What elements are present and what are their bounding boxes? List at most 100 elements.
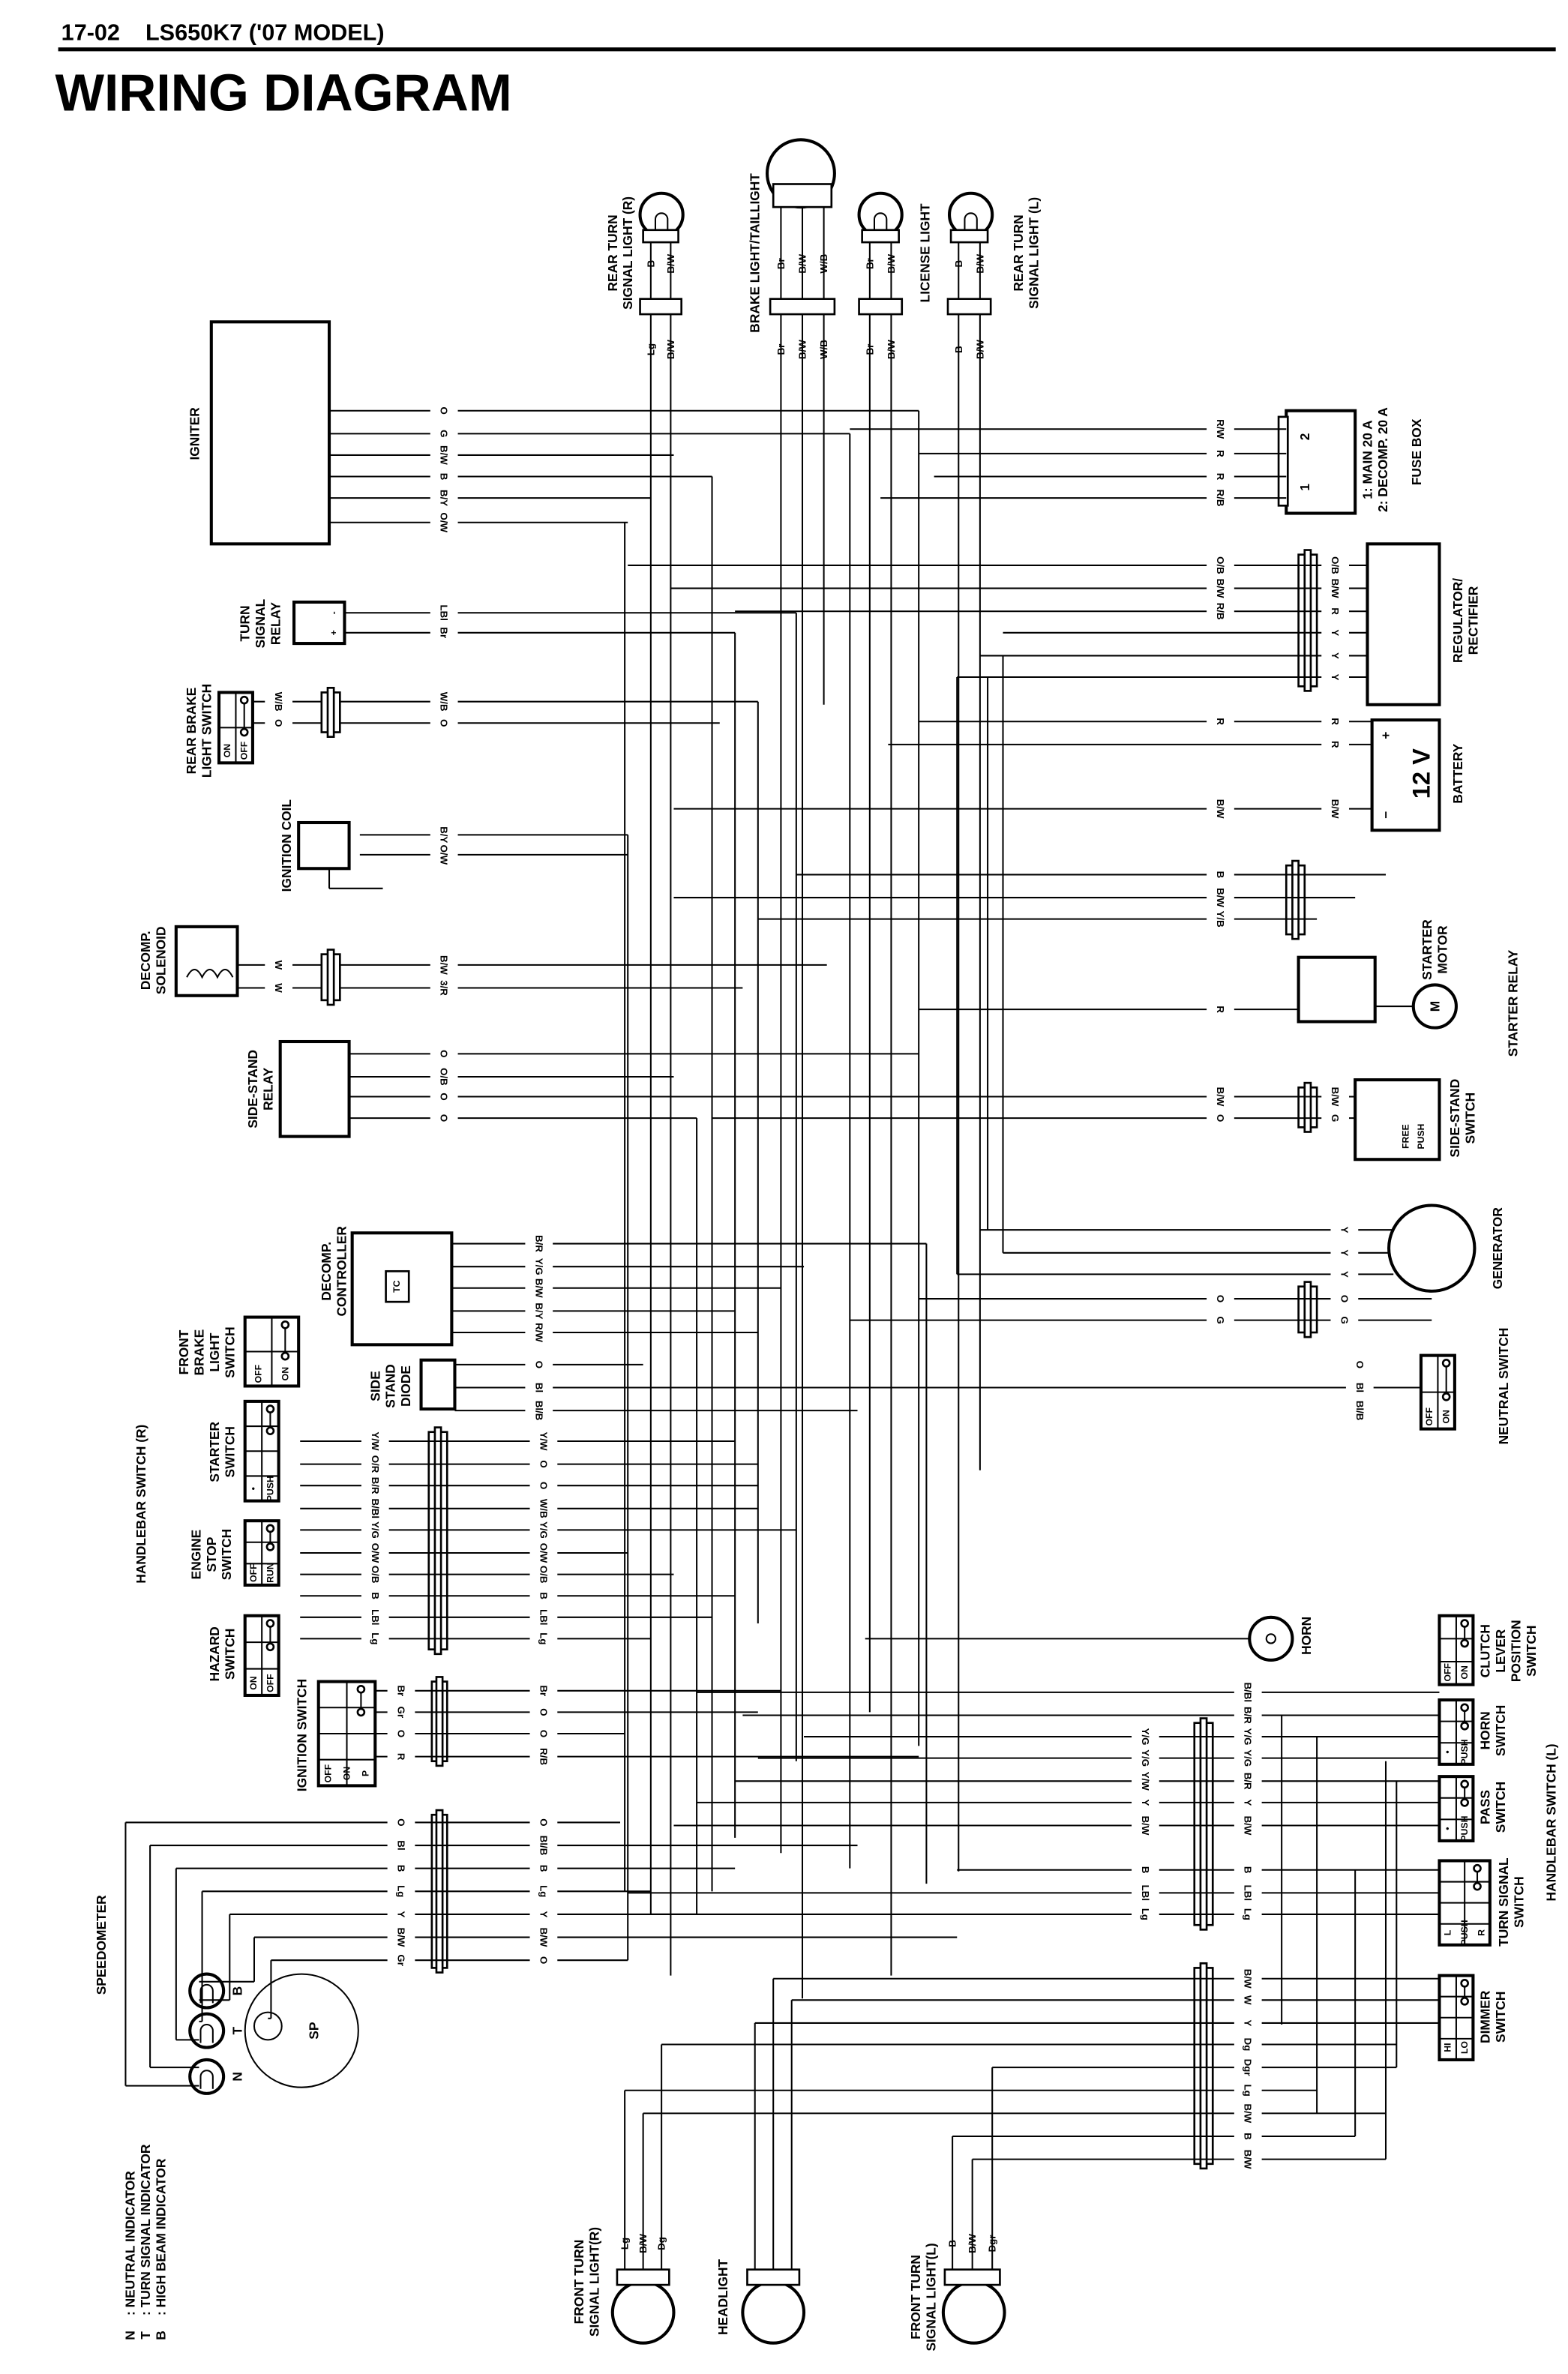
starter-relay-label: STARTER RELAY xyxy=(1505,949,1520,1057)
generator-wire-label: Y xyxy=(1339,1249,1350,1256)
starter-label: MOTOR xyxy=(1435,925,1450,974)
ss_diode-label: STAND xyxy=(383,1364,398,1407)
headlight-bulb xyxy=(741,2280,806,2345)
ign_switch-wire-label: Br xyxy=(538,1685,549,1696)
starter-relay-box xyxy=(1297,955,1377,1024)
starter_sw-position-label: PUSH xyxy=(265,1476,275,1501)
hazard-position-label: ON xyxy=(248,1676,259,1690)
regulator-wire-label: B/W xyxy=(1330,579,1341,598)
front_brake-label: SWITCH xyxy=(222,1326,237,1377)
speedometer-label: SPEEDOMETER xyxy=(94,1895,109,1995)
ss_switch-wire-label: G xyxy=(1330,1114,1341,1122)
starter-wire-label: R xyxy=(1215,1006,1226,1013)
ss_diode-wire-label: Bl xyxy=(1354,1383,1366,1392)
ss_relay-wire-label: O/B xyxy=(439,1068,450,1086)
turn_relay-wire-label: LBl xyxy=(439,605,450,621)
ss_diode-label: SIDE xyxy=(367,1371,382,1401)
hb_r_conn-wire-label: B/R xyxy=(370,1477,381,1494)
horn_sw-position-label: • xyxy=(1443,1750,1453,1753)
turn_sw-contact xyxy=(1473,1881,1482,1891)
battery-label: BATTERY xyxy=(1450,743,1465,803)
neutral-position-label: OFF xyxy=(1424,1407,1435,1426)
turn_relay-label: SIGNAL xyxy=(253,598,268,648)
hb_l_conn1-wire-label: Y/G xyxy=(1140,1749,1151,1767)
hb_r_conn-wire-label: B xyxy=(538,1592,549,1599)
rear_brake-contact xyxy=(239,695,249,705)
motor-letter: M xyxy=(1427,1001,1442,1012)
igniter-wire-label: G xyxy=(439,430,450,437)
side-stand-connector-latch xyxy=(1303,1081,1312,1133)
front_turn_l-bulb xyxy=(941,2280,1006,2345)
front_turn_r-bulb xyxy=(610,2280,676,2345)
starter-wire-label: B xyxy=(1215,871,1226,879)
speedometer-wire-label: Bl/B xyxy=(538,1836,549,1856)
hb_l_conn1-wire-label: Y xyxy=(1140,1799,1151,1806)
horn_sw-label: SWITCH xyxy=(1493,1705,1508,1756)
license-socket xyxy=(861,229,900,244)
front_turn_r-label: FRONT TURN xyxy=(571,2240,586,2325)
fuse-wire-label: R/W xyxy=(1215,419,1226,439)
igniter-wire-label: B/Y xyxy=(439,490,450,506)
engine_stop-position-label: RUN xyxy=(265,1563,275,1583)
speedometer-wire-label: Y xyxy=(538,1911,549,1918)
speedometer-gauge xyxy=(244,1973,359,2088)
ss_relay-label: SIDE-STAND xyxy=(245,1050,260,1129)
front_brake-label: FRONT xyxy=(176,1329,191,1374)
neutral-contact xyxy=(1441,1359,1451,1368)
headlight-socket xyxy=(746,2268,801,2286)
rear_brake-wire-label: O xyxy=(273,719,284,727)
brake_tail-wire-label: B/W xyxy=(797,340,808,359)
hb_l_conn2-wire-label: B xyxy=(1243,2133,1254,2140)
turn_sw-contact xyxy=(1473,1863,1482,1873)
turn_relay-label: RELAY xyxy=(268,602,283,646)
tc-label: TC xyxy=(391,1280,402,1292)
ss_diode-wire-label: Bl/B xyxy=(533,1401,544,1421)
indicator-letter: B xyxy=(230,1986,245,1996)
regulator-connector-latch xyxy=(1303,549,1312,692)
dimmer-contact xyxy=(1460,1979,1469,1988)
hb_l_conn2-wire-label: W xyxy=(1243,1995,1254,2005)
battery-wire-label: R xyxy=(1215,718,1226,725)
hb_r_conn-wire-label: O/B xyxy=(370,1566,381,1584)
generator-wire-label: G xyxy=(1339,1316,1350,1323)
hb_l_conn1-wire-label: B xyxy=(1140,1866,1151,1874)
speedometer-wire-label: Lg xyxy=(538,1885,549,1897)
decomp_ctrl-wire-label: B/R xyxy=(533,1235,544,1252)
fuse-label: 2: DECOMP. 20 A xyxy=(1375,407,1390,512)
neutral-label: NEUTRAL SWITCH xyxy=(1496,1328,1511,1445)
front_turn_r-wire-label: B/W xyxy=(637,2234,649,2253)
hb_r_conn-wire-label: O/B xyxy=(538,1566,549,1584)
handlebar-switch-r-label: HANDLEBAR SWITCH (R) xyxy=(133,1425,148,1584)
clutch_sw-label: LEVER xyxy=(1493,1629,1508,1672)
terminal-plus: + xyxy=(328,630,339,635)
solenoid-wire-label: 3/R xyxy=(439,980,450,996)
hb_l_conn1-wire-label: Y/G xyxy=(1140,1728,1151,1746)
front_brake-contact xyxy=(280,1351,290,1361)
hb_r_conn-wire-label: Y/W xyxy=(538,1431,549,1451)
rear_brake-position-label: ON xyxy=(222,744,232,758)
solenoid-wire-label: W xyxy=(273,961,284,970)
ign_switch-wire-label: Gr xyxy=(396,1707,407,1718)
rear_turn_l-wire-label: B xyxy=(953,346,964,353)
rear_brake-wire-label: W/B xyxy=(273,692,284,712)
handlebar-l-connector-2-latch xyxy=(1199,1962,1208,2170)
clutch_sw-label: POSITION xyxy=(1509,1620,1524,1682)
ss_switch-wire-label: B/W xyxy=(1330,1087,1341,1107)
page-title: WIRING DIAGRAM xyxy=(55,63,512,121)
turn-signal-relay-box xyxy=(292,600,346,646)
rear_turn_r-wire-label: B xyxy=(645,260,656,268)
hb_r_conn-wire-label: Lg xyxy=(538,1632,549,1644)
ign_switch-wire-label: O xyxy=(396,1730,407,1737)
hb_r_conn-wire-label: O/W xyxy=(370,1543,381,1563)
battery-box xyxy=(1370,718,1441,832)
decomp-solenoid-box xyxy=(174,925,239,997)
solenoid-wire-label: W xyxy=(273,983,284,993)
speedometer-wire-label: B xyxy=(538,1865,549,1872)
regulator-label: REGULATOR/ xyxy=(1450,578,1465,663)
rear_turn_r-label: REAR TURN xyxy=(605,214,620,291)
horn-label: HORN xyxy=(1299,1617,1314,1655)
ss_switch-wire-label: O xyxy=(1215,1114,1226,1122)
igniter-wire-label: O xyxy=(439,407,450,415)
front_turn_r-wire-label: Lg xyxy=(619,2238,631,2250)
rear_turn_r-wire-label: Lg xyxy=(645,343,656,355)
